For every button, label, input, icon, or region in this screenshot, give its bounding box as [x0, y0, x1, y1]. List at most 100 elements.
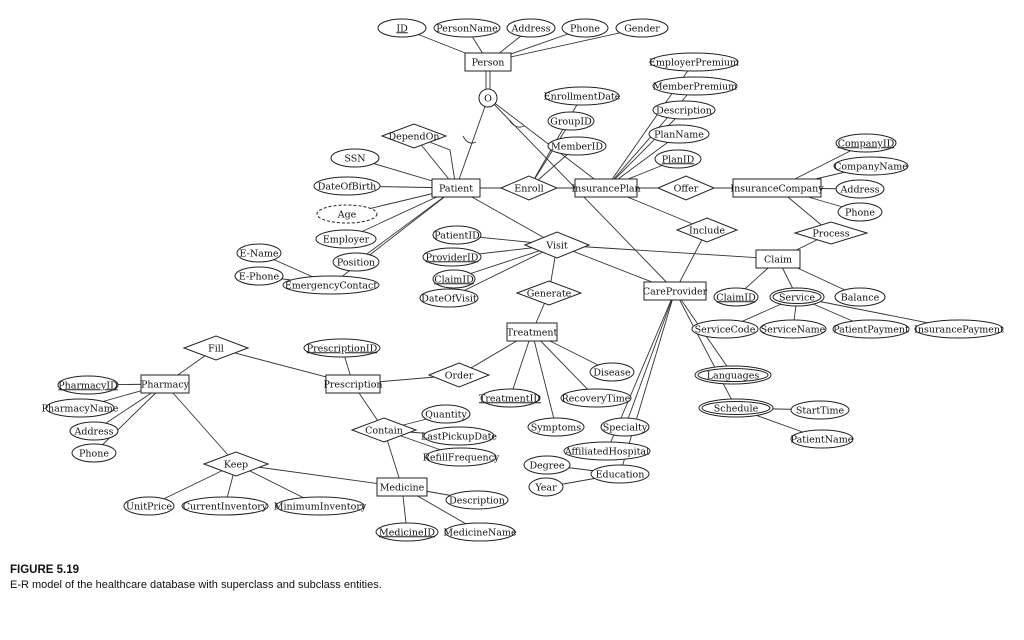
- attribute-company-address: Address: [835, 179, 885, 199]
- attribute-service-code: ServiceCode: [691, 319, 759, 339]
- attribute-refill-frequency: RefillFrequency: [423, 447, 500, 467]
- attribute-prescription-id: PrescriptionID: [303, 338, 381, 358]
- label-offer: Offer: [674, 183, 699, 194]
- relationship-fill: Fill: [182, 335, 250, 361]
- attribute-claim-idattr: ClaimID: [713, 287, 759, 307]
- attribute-plan-description: Description: [652, 100, 716, 120]
- label-pharmacy-address: Address: [74, 426, 114, 437]
- label-position: Position: [337, 257, 375, 268]
- edges: [79, 27, 960, 533]
- label-person-name: PersonName: [436, 23, 498, 34]
- label-generate: Generate: [527, 288, 572, 299]
- attribute-last-pickup-date: LastPickupDate: [421, 426, 497, 446]
- label-current-inventory: CurrentInventory: [183, 501, 268, 512]
- label-visit-claim-id: ClaimID: [434, 274, 474, 285]
- label-last-pickup-date: LastPickupDate: [421, 431, 497, 442]
- attribute-treatment-id: TreatmentID: [479, 388, 541, 408]
- label-enroll: Enroll: [514, 183, 543, 194]
- relationship-depend-on: DependOn: [380, 123, 448, 149]
- attribute-plan-id: PlanID: [654, 149, 702, 169]
- subset-arc-care-provider: [508, 119, 525, 128]
- entity-insurance-plan: InsurancePlan: [571, 178, 641, 198]
- attribute-insurance-payment: InsurancePayment: [914, 319, 1004, 339]
- entity-claim: Claim: [755, 249, 801, 269]
- attribute-member-id: MemberID: [547, 136, 607, 156]
- label-plan-name: PlanName: [654, 129, 704, 140]
- label-depend-on: DependOn: [388, 131, 439, 142]
- entity-patient: Patient: [431, 178, 481, 198]
- label-patient-id: PatientID: [434, 230, 480, 241]
- label-minimum-inventory: MinimumInventory: [274, 501, 367, 512]
- attribute-pharmacy-address: Address: [69, 421, 119, 441]
- label-refill-frequency: RefillFrequency: [423, 452, 500, 463]
- attribute-unit-price: UnitPrice: [123, 496, 175, 516]
- label-pharmacy-id: PharmacyID: [58, 380, 118, 391]
- attribute-medicine-id: MedicineID: [375, 522, 439, 542]
- label-insurance-payment: InsurancePayment: [914, 324, 1004, 335]
- attribute-date-of-visit: DateOfVisit: [419, 288, 479, 308]
- attribute-person-address: Address: [506, 18, 556, 38]
- attribute-visit-claim-id: ClaimID: [432, 269, 476, 289]
- label-symptoms: Symptoms: [531, 422, 582, 433]
- label-contain: Contain: [365, 425, 403, 436]
- label-company-address: Address: [840, 184, 880, 195]
- label-medicine-name: MedicineName: [443, 527, 517, 538]
- attribute-disease: Disease: [589, 362, 635, 382]
- label-disjoint: O: [484, 93, 492, 104]
- label-provider-id: ProviderID: [426, 252, 479, 263]
- entity-pharmacy: Pharmacy: [140, 374, 190, 394]
- label-process: Process: [812, 228, 849, 239]
- label-medicine: Medicine: [380, 482, 425, 493]
- label-specialty: Specialty: [603, 422, 648, 433]
- label-treatment: Treatment: [507, 327, 558, 338]
- label-languages: Languages: [707, 370, 760, 381]
- label-affiliated-hospital: AffiliatedHospital: [564, 446, 649, 457]
- label-member-id: MemberID: [551, 141, 603, 152]
- connector-treatment-symptoms: [531, 331, 557, 428]
- attribute-provider-id: ProviderID: [422, 247, 482, 267]
- label-treatment-id: TreatmentID: [479, 393, 541, 404]
- label-person-address: Address: [511, 23, 551, 34]
- connector-visit-claim: [556, 244, 779, 260]
- connector-care-provider-schedule: [674, 290, 737, 409]
- connector-keep-medicine: [235, 463, 403, 488]
- attribute-service-name: ServiceName: [759, 319, 827, 339]
- attribute-ename: E-Name: [236, 243, 282, 263]
- label-insurance-plan: InsurancePlan: [571, 183, 640, 194]
- label-claim: Claim: [764, 254, 792, 265]
- connector-group-id-enroll: [528, 120, 572, 189]
- label-date-of-visit: DateOfVisit: [421, 293, 477, 304]
- label-education: Education: [596, 469, 645, 480]
- attribute-pharmacy-name: PharmacyName: [42, 398, 119, 418]
- relationship-generate: Generate: [515, 280, 583, 306]
- label-age: Age: [337, 209, 357, 220]
- attribute-patient-id: PatientID: [432, 225, 482, 245]
- attribute-company-name: CompanyName: [833, 156, 909, 176]
- label-pharmacy-phone: Phone: [79, 448, 109, 459]
- attribute-quantity: Quantity: [421, 404, 471, 424]
- label-care-provider: CareProvider: [643, 286, 708, 297]
- label-medicine-id: MedicineID: [379, 527, 435, 538]
- relationship-contain: Contain: [350, 417, 418, 443]
- label-med-description: Description: [449, 495, 505, 506]
- attribute-company-id: CompanyID: [835, 133, 897, 153]
- attribute-year: Year: [528, 477, 564, 497]
- label-service-code: ServiceCode: [695, 324, 756, 335]
- attribute-med-description: Description: [445, 490, 509, 510]
- label-employer: Employer: [323, 234, 370, 245]
- connector-treatment-treatment-id: [509, 331, 533, 399]
- label-id: ID: [396, 23, 408, 34]
- connector-disjoint-insurance-plan: [487, 97, 607, 189]
- label-emergency-contact: EmergencyContact: [285, 280, 378, 291]
- relationship-visit: Visit: [523, 231, 591, 259]
- figure-number: FIGURE 5.19: [10, 564, 80, 576]
- attribute-ssn: SSN: [330, 148, 380, 168]
- relationship-enroll: Enroll: [499, 175, 559, 201]
- attribute-age: Age: [316, 204, 378, 224]
- entity-prescription: Prescription: [323, 374, 383, 394]
- label-ename: E-Name: [240, 248, 279, 259]
- label-patient: Patient: [439, 183, 473, 194]
- label-recovery-time: RecoveryTime: [562, 393, 631, 404]
- label-person: Person: [472, 57, 505, 68]
